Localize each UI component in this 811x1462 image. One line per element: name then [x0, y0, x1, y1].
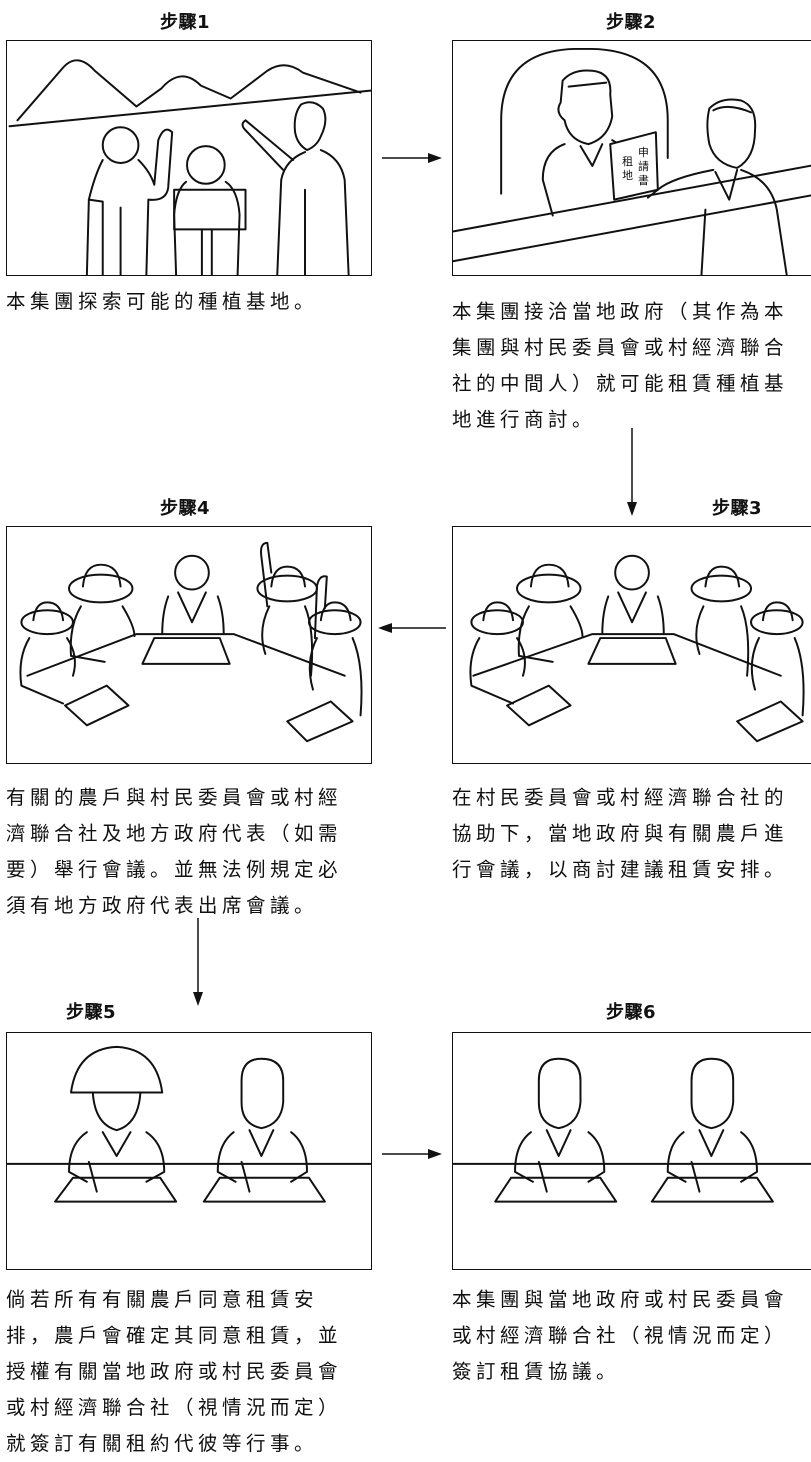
arrow-step2-to-step3 [627, 428, 637, 516]
step-2-title: 步驟2 [606, 12, 657, 33]
document-char-5: 書 [638, 173, 649, 187]
arrow-step1-to-step2 [382, 153, 442, 163]
step-1-caption: 本集團探索可能的種植基地。 [6, 290, 319, 313]
step-6-caption: 本集團與當地政府或村民委員會 或村經濟聯合社（視情況而定） 簽訂租賃協議。 [452, 1288, 789, 1383]
arrow-step4-to-step5 [193, 918, 203, 1006]
arrow-step5-to-step6 [382, 1149, 442, 1159]
arrow-step3-to-step4 [378, 623, 446, 633]
step-4-illustration [6, 526, 372, 764]
step-3-caption: 在村民委員會或村經濟聯合社的 協助下，當地政府與有關農戶進 行會議，以商討建議租… [452, 786, 789, 881]
document-char-2: 申 [638, 146, 649, 159]
step-1-illustration [6, 40, 372, 276]
step-5-title: 步驟5 [66, 1002, 117, 1023]
document-char-1: 租 [622, 155, 633, 168]
document-char-3: 請 [638, 159, 649, 173]
step-2-illustration: 租 申 請 地 書 [452, 40, 811, 276]
step-4-caption: 有關的農戶與村民委員會或村經 濟聯合社及地方政府代表（如需 要）舉行會議。並無法… [6, 786, 343, 917]
step-3-illustration [452, 526, 811, 764]
step-1-title: 步驟1 [160, 12, 211, 33]
step-6-title: 步驟6 [606, 1002, 657, 1023]
step-4-title: 步驟4 [160, 498, 211, 519]
document-char-4: 地 [622, 169, 633, 182]
step-5-caption: 倘若所有有關農戶同意租賃安 排，農戶會確定其同意租賃，並 授權有關當地政府或村民… [6, 1288, 343, 1455]
step-2-caption: 本集團接洽當地政府（其作為本 集團與村民委員會或村經濟聯合 社的中間人）就可能租… [452, 300, 789, 431]
step-6-illustration [452, 1032, 811, 1270]
step-3-title: 步驟3 [712, 498, 763, 519]
step-5-illustration [6, 1032, 372, 1270]
